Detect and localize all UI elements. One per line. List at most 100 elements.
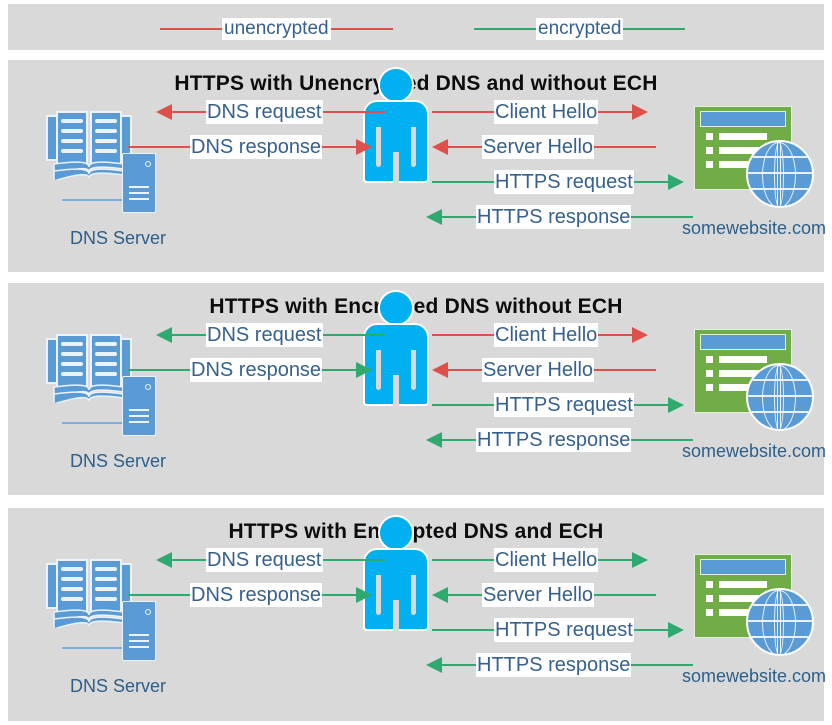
client-person-icon — [360, 67, 429, 183]
legend-item-encrypted: encrypted — [474, 18, 686, 40]
person-arm-right — [411, 127, 416, 167]
browser-bullet-2 — [706, 147, 713, 154]
flow-label: DNS response — [190, 358, 323, 382]
server-slot-1 — [129, 634, 149, 636]
legend-item-unencrypted: unencrypted — [160, 18, 393, 40]
browser-line-2 — [719, 370, 767, 377]
flow-line — [631, 664, 694, 666]
browser-line-3 — [719, 161, 767, 168]
flow-line — [631, 216, 694, 218]
flow-label: Server Hello — [482, 135, 595, 159]
legend-rule-encrypted-2 — [623, 28, 686, 30]
person-leg-gap — [393, 600, 399, 631]
flow-line — [594, 146, 657, 148]
flow-line — [128, 146, 190, 148]
flow-line — [598, 334, 633, 336]
browser-bullet-1 — [706, 133, 713, 140]
browser-titlebar-icon — [700, 334, 786, 350]
flow-line — [594, 369, 657, 371]
dns-book-icon — [44, 108, 134, 183]
browser-line-3 — [719, 609, 767, 616]
person-body-icon — [363, 548, 429, 631]
website-label: somewebsite.com — [681, 441, 827, 461]
flow-label: HTTPS response — [476, 653, 632, 677]
flow-https-request: HTTPS request — [432, 393, 694, 417]
flow-label: HTTPS request — [494, 618, 634, 642]
arrowhead-right-icon — [356, 139, 373, 155]
flow-dns-request: DNS request — [156, 548, 385, 572]
arrowhead-right-icon — [667, 622, 684, 638]
arrowhead-left-icon — [156, 104, 172, 120]
flow-dns-request: DNS request — [156, 100, 385, 124]
flow-line — [631, 439, 694, 441]
person-arm-left — [376, 127, 381, 167]
dns-book-icon — [44, 556, 134, 631]
server-slot-3 — [129, 646, 149, 648]
arrowhead-right-icon — [356, 587, 373, 603]
flow-label: DNS response — [190, 583, 323, 607]
dns-link-line — [62, 647, 124, 649]
dns-server-icon: DNS Server — [38, 331, 168, 471]
flow-line — [322, 146, 357, 148]
arrowhead-right-icon — [667, 397, 684, 413]
book-icon — [46, 111, 132, 183]
browser-bullet-3 — [706, 161, 713, 168]
flow-line — [172, 334, 206, 336]
dns-server-label: DNS Server — [69, 228, 167, 248]
browser-bullet-3 — [706, 609, 713, 616]
arrowhead-right-icon — [632, 327, 649, 343]
flow-label: HTTPS request — [494, 170, 634, 194]
server-slot-1 — [129, 409, 149, 411]
browser-titlebar-icon — [700, 111, 786, 127]
person-arm-right — [411, 575, 416, 615]
flow-client-hello: Client Hello — [432, 100, 694, 124]
flow-line — [432, 181, 494, 183]
flow-line — [322, 594, 357, 596]
flow-dns-request: DNS request — [156, 323, 385, 347]
flow-label: HTTPS response — [476, 205, 632, 229]
flow-line — [322, 369, 357, 371]
flow-label: HTTPS response — [476, 428, 632, 452]
legend-label-encrypted: encrypted — [536, 18, 624, 40]
arrowhead-left-icon — [156, 552, 172, 568]
client-person-icon — [360, 290, 429, 406]
flow-label: Client Hello — [494, 548, 599, 572]
panel-title: HTTPS with Unencrypted DNS and without E… — [174, 72, 658, 95]
globe-icon — [746, 140, 814, 208]
flow-label: HTTPS request — [494, 393, 634, 417]
flow-line — [322, 111, 385, 113]
server-slot-2 — [129, 415, 149, 417]
flow-https-request: HTTPS request — [432, 618, 694, 642]
server-slot-2 — [129, 640, 149, 642]
arrowhead-left-icon — [432, 362, 448, 378]
dns-server-label: DNS Server — [69, 451, 167, 471]
browser-bullet-1 — [706, 356, 713, 363]
flow-label: Client Hello — [494, 323, 599, 347]
panel-title: HTTPS with Encrypted DNS without ECH — [209, 295, 623, 318]
server-indicator-icon — [145, 384, 151, 390]
person-head-icon — [378, 290, 414, 326]
flow-line — [128, 594, 190, 596]
browser-line-2 — [719, 147, 767, 154]
person-leg-gap — [393, 375, 399, 406]
dns-book-icon — [44, 331, 134, 406]
flow-label: DNS response — [190, 135, 323, 159]
arrowhead-left-icon — [426, 432, 442, 448]
arrowhead-left-icon — [426, 209, 442, 225]
flow-line — [322, 559, 385, 561]
flow-client-hello: Client Hello — [432, 548, 694, 572]
panel-title: HTTPS with Encrypted DNS and ECH — [228, 520, 604, 543]
arrowhead-left-icon — [432, 587, 448, 603]
flow-line — [448, 369, 482, 371]
flow-server-hello: Server Hello — [432, 135, 694, 159]
flow-dns-response: DNS response — [128, 358, 373, 382]
browser-bullet-1 — [706, 581, 713, 588]
flow-line — [594, 594, 657, 596]
legend-rule-unencrypted — [160, 28, 222, 30]
flow-dns-response: DNS response — [128, 135, 373, 159]
legend-rule-encrypted — [474, 28, 536, 30]
person-arm-left — [376, 350, 381, 390]
arrowhead-left-icon — [156, 327, 172, 343]
flow-dns-response: DNS response — [128, 583, 373, 607]
